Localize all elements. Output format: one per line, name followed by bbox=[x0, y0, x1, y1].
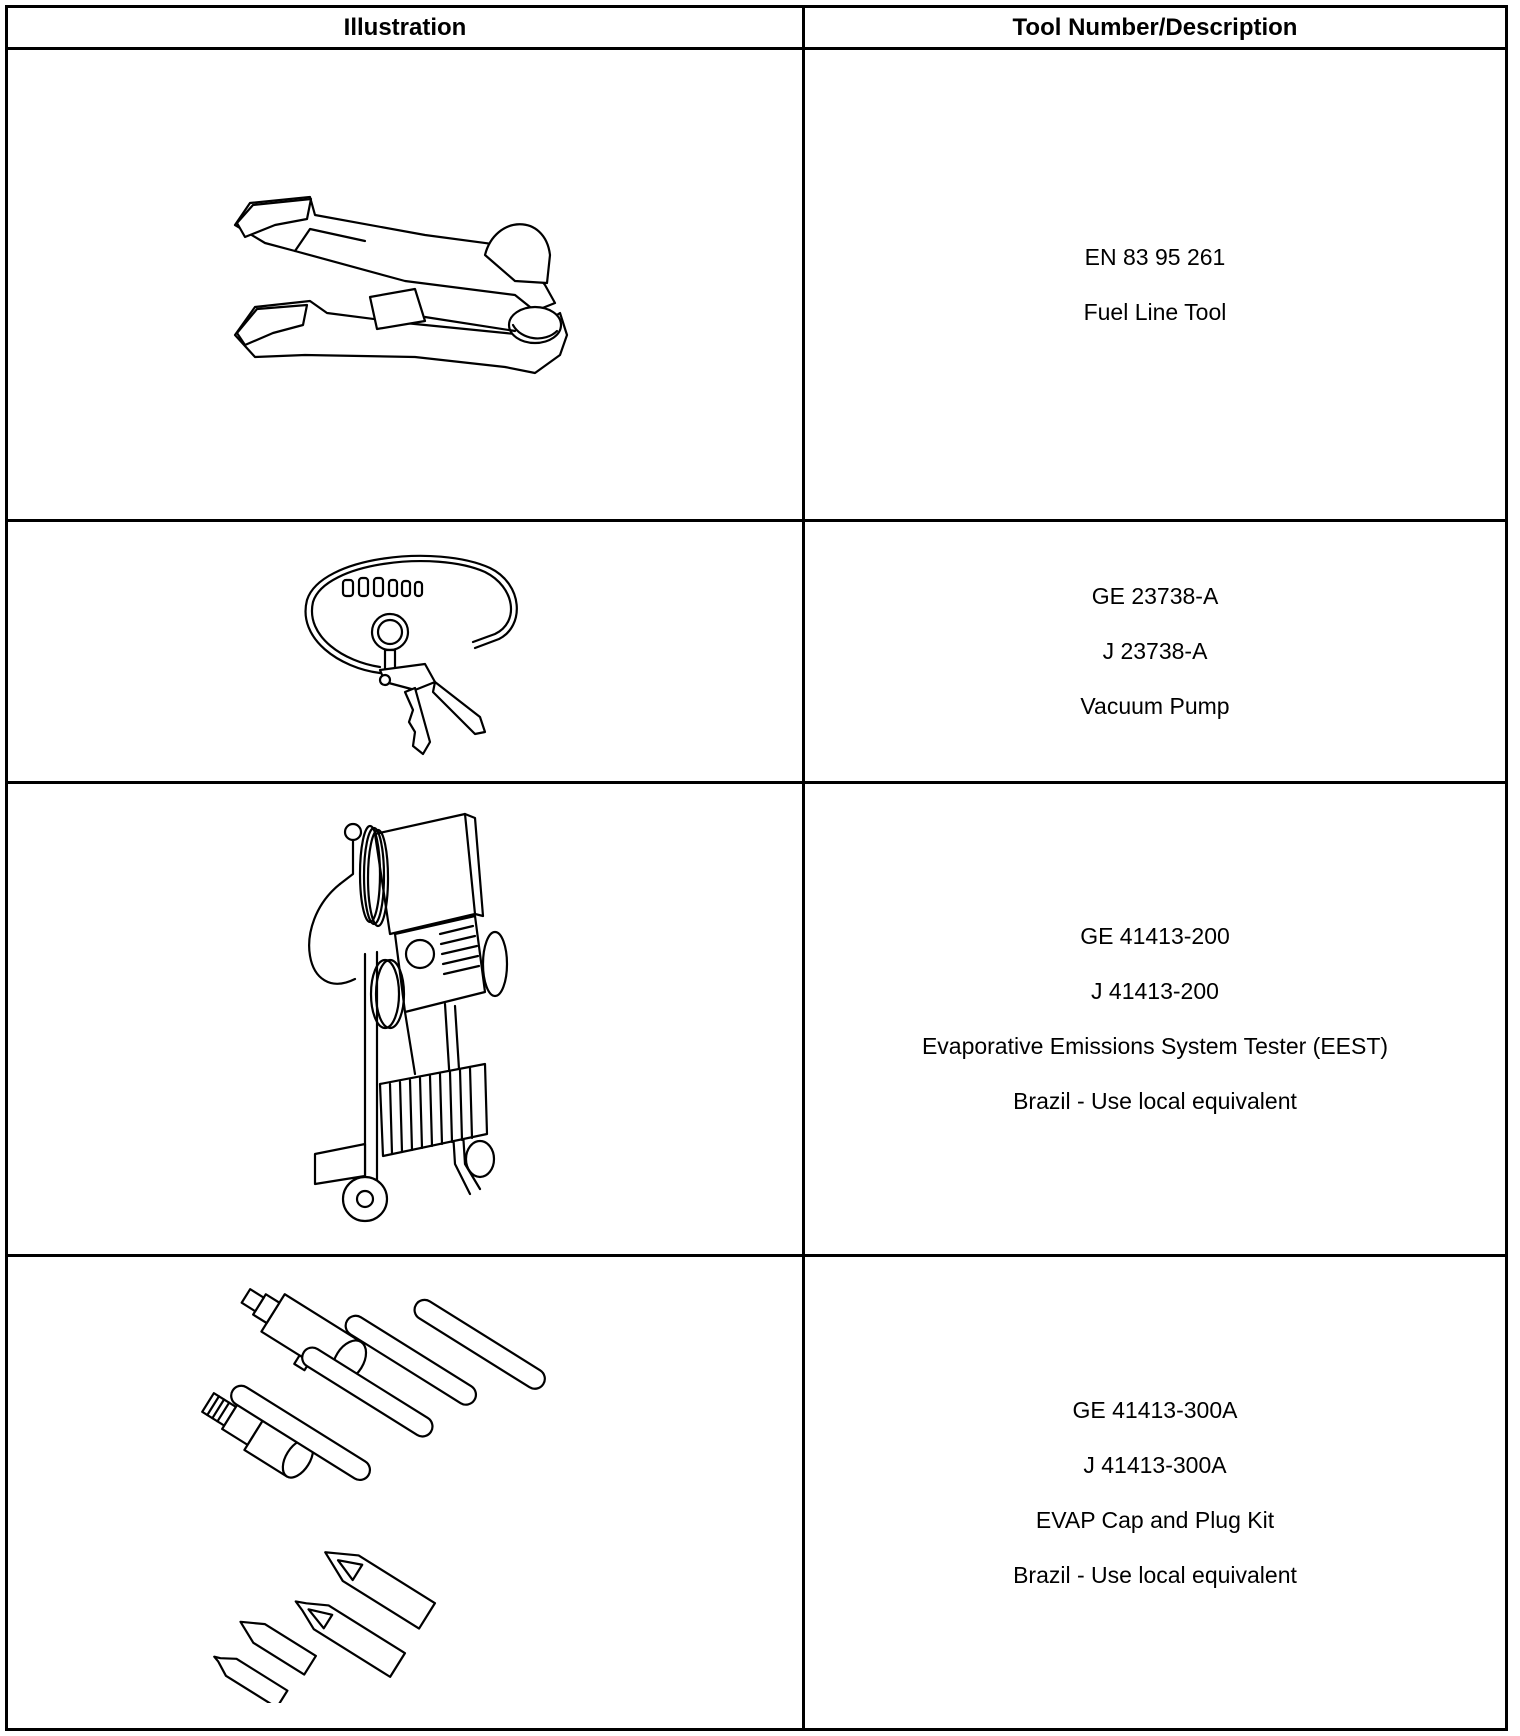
table-header-row: Illustration Tool Number/Description bbox=[5, 5, 1508, 50]
tool-number-ge: GE 41413-200 bbox=[1080, 923, 1230, 949]
tool-number-j: J 41413-300A bbox=[1083, 1451, 1227, 1478]
header-tool-number-description: Tool Number/Description bbox=[802, 5, 1508, 50]
table-row: GE 41413-300A J 41413-300A EVAP Cap and … bbox=[5, 1254, 1508, 1731]
tool-description: Fuel Line Tool bbox=[1083, 298, 1227, 325]
special-tools-table: Illustration Tool Number/Description bbox=[5, 5, 1508, 1731]
tool-number-j: J 23738-A bbox=[1102, 638, 1208, 664]
illustration-cell bbox=[5, 519, 805, 784]
tool-number-ge: GE 41413-300A bbox=[1072, 1396, 1238, 1423]
vacuum-pump-illustration bbox=[304, 554, 518, 755]
regional-note: Brazil - Use local equivalent bbox=[1013, 1561, 1297, 1588]
description-cell: GE 41413-200 J 41413-200 Evaporative Emi… bbox=[802, 781, 1508, 1257]
evap-tester-cart-illustration bbox=[308, 812, 509, 1223]
tool-description: EVAP Cap and Plug Kit bbox=[1035, 1506, 1275, 1533]
description-cell: GE 41413-300A J 41413-300A EVAP Cap and … bbox=[802, 1254, 1508, 1731]
table-row: GE 41413-200 J 41413-200 Evaporative Emi… bbox=[5, 781, 1508, 1257]
fuel-line-tool-illustration bbox=[233, 195, 569, 374]
tool-number-ge: GE 23738-A bbox=[1091, 583, 1219, 609]
table-row: GE 23738-A J 23738-A Vacuum Pump bbox=[5, 519, 1508, 784]
illustration-cell bbox=[5, 781, 805, 1257]
illustration-cell bbox=[5, 47, 805, 522]
tool-description: Vacuum Pump bbox=[1080, 693, 1230, 719]
evap-cap-plug-kit-illustration bbox=[201, 1287, 546, 1703]
description-cell: EN 83 95 261 Fuel Line Tool bbox=[802, 47, 1508, 522]
tool-number-j: J 41413-200 bbox=[1091, 978, 1219, 1004]
header-illustration: Illustration bbox=[5, 5, 805, 50]
description-cell: GE 23738-A J 23738-A Vacuum Pump bbox=[802, 519, 1508, 784]
illustration-cell bbox=[5, 1254, 805, 1731]
regional-note: Brazil - Use local equivalent bbox=[1013, 1088, 1297, 1114]
table-row: EN 83 95 261 Fuel Line Tool bbox=[5, 47, 1508, 522]
tool-number-en: EN 83 95 261 bbox=[1084, 243, 1226, 270]
tool-description: Evaporative Emissions System Tester (EES… bbox=[921, 1033, 1389, 1059]
